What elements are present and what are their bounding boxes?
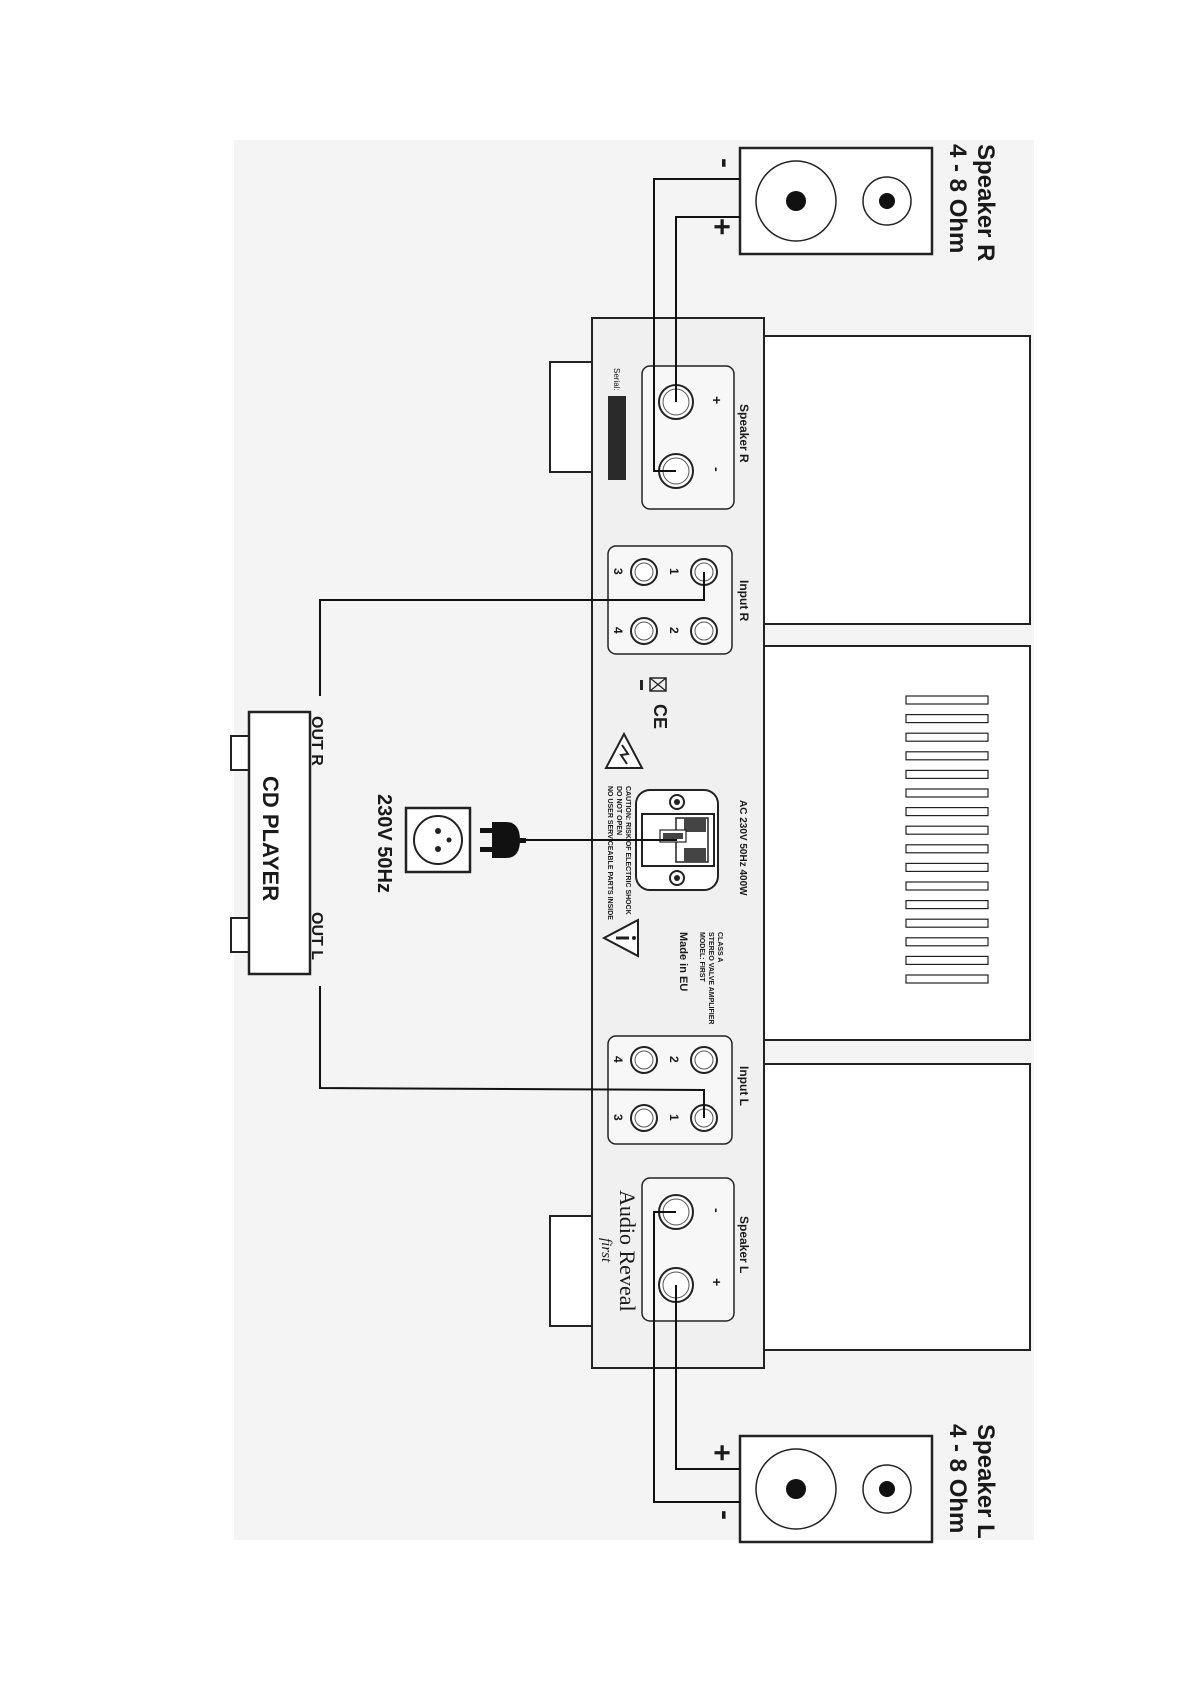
vent-slot: [905, 937, 989, 947]
cd-player-foot-top: [230, 735, 250, 771]
rear-housing-top: [763, 335, 1031, 625]
serial-bar: [608, 396, 626, 480]
serial-plate: Serial:: [608, 368, 626, 480]
brand-logo-text: Audio Reveal: [615, 1190, 640, 1312]
vent-slot: [905, 769, 989, 780]
vent-slot: [905, 881, 989, 891]
amp-foot-top: [549, 361, 593, 473]
speaker-r-impedance: 4 - 8 Ohm: [944, 144, 971, 253]
wiring: [319, 178, 740, 1503]
input-l-cable: [319, 986, 705, 1118]
speaker-r-plus-wire: [675, 216, 740, 402]
vent-slot: [905, 955, 989, 966]
power-plug-icon: [480, 822, 526, 858]
class-line-3: MODEL: FIRST: [698, 932, 705, 982]
input-l-2-label: 2: [667, 1056, 681, 1063]
vent-slot: [905, 825, 989, 835]
cd-player: CD PLAYER OUT R OUT L: [230, 710, 325, 976]
speaker-l-minus-label: -: [709, 1208, 725, 1213]
model-info: CLASS A STEREO VALVE AMPLIFIER MODEL: FI…: [677, 932, 723, 1024]
made-in-label: Made in EU: [677, 932, 689, 991]
input-r-1-label: 1: [667, 568, 681, 575]
class-line-1: CLASS A: [716, 932, 723, 962]
input-r-label: Input R: [737, 580, 751, 622]
speaker-r-block-label: Speaker R: [737, 404, 751, 463]
input-l-1-label: 1: [667, 1114, 681, 1121]
mains-label: 230V 50Hz: [373, 794, 395, 893]
input-l-label: Input L: [737, 1066, 751, 1106]
vent-slot: [905, 732, 989, 742]
speaker-r-plus-label: +: [709, 396, 725, 404]
input-r-cable: [319, 572, 705, 696]
speaker-l-plus-wire: [675, 1285, 740, 1470]
speaker-r-minus-wire: [653, 178, 740, 472]
speaker-r-plus-sign: +: [705, 218, 738, 236]
caution-warning-icon: [601, 918, 639, 958]
input-r-3-label: 3: [611, 568, 625, 575]
vent-slot: [905, 751, 989, 761]
speaker-l-block-label: Speaker L: [737, 1216, 751, 1273]
weee-bin-icon: [640, 677, 667, 692]
rear-housing-middle: [763, 645, 1031, 1041]
cd-player-out-r: OUT R: [308, 716, 325, 766]
rear-housing-bottom: [763, 1063, 1031, 1351]
cd-player-foot-bottom: [230, 917, 250, 953]
cd-player-out-l: OUT L: [308, 912, 325, 960]
speaker-r-terminal-block: Speaker R + -: [641, 365, 751, 510]
electric-shock-warning-icon: [604, 731, 644, 769]
caution-line-2: DO NOT OPEN: [615, 786, 622, 835]
input-l-4-label: 4: [611, 1056, 625, 1063]
vent-slot: [905, 788, 989, 798]
wall-outlet: [404, 806, 472, 874]
vent-slot: [905, 844, 989, 854]
class-line-2: STEREO VALVE AMPLIFIER: [707, 932, 714, 1024]
speaker-r-cabinet: [738, 146, 934, 256]
caution-text: CAUTION: RISK OF ELECTRIC SHOCK DO NOT O…: [606, 786, 631, 920]
input-r-2-label: 2: [667, 627, 681, 634]
ce-mark: CE: [650, 704, 670, 729]
input-l-3-label: 3: [611, 1114, 625, 1121]
model-script-text: first: [598, 1238, 614, 1263]
speaker-l-title: Speaker L: [972, 1424, 999, 1539]
ac-rating-label: AC 230V 50Hz 400W: [737, 800, 748, 896]
vent-slot: [905, 862, 989, 873]
speaker-l-plus-label: +: [709, 1278, 725, 1286]
vent-slot: [905, 806, 989, 817]
cd-player-title: CD PLAYER: [258, 776, 283, 901]
amp-foot-bottom: [549, 1215, 593, 1327]
speaker-r-minus-label: -: [709, 467, 725, 472]
speaker-l-plus-sign: +: [705, 1444, 738, 1462]
vent-slot: [905, 695, 989, 705]
caution-line-3: NO USER SERVICEABLE PARTS INSIDE: [606, 786, 613, 920]
speaker-l-terminal-block: Speaker L - +: [641, 1177, 751, 1322]
ventilation-slots: [905, 695, 989, 984]
caution-line-1: CAUTION: RISK OF ELECTRIC SHOCK: [624, 786, 631, 915]
speaker-r-title: Speaker R: [972, 144, 999, 261]
vent-slot: [905, 918, 989, 928]
speaker-l-cabinet: [738, 1434, 934, 1544]
speaker-l-minus-wire: [653, 1211, 740, 1503]
speaker-l-minus-sign: -: [709, 1510, 742, 1520]
speaker-r-minus-sign: -: [709, 158, 742, 168]
vent-slot: [905, 899, 989, 910]
input-r-4-label: 4: [611, 627, 625, 634]
vent-slot: [905, 713, 989, 724]
vent-slot: [905, 974, 989, 984]
serial-label: Serial:: [612, 368, 621, 391]
speaker-l-impedance: 4 - 8 Ohm: [944, 1424, 971, 1533]
